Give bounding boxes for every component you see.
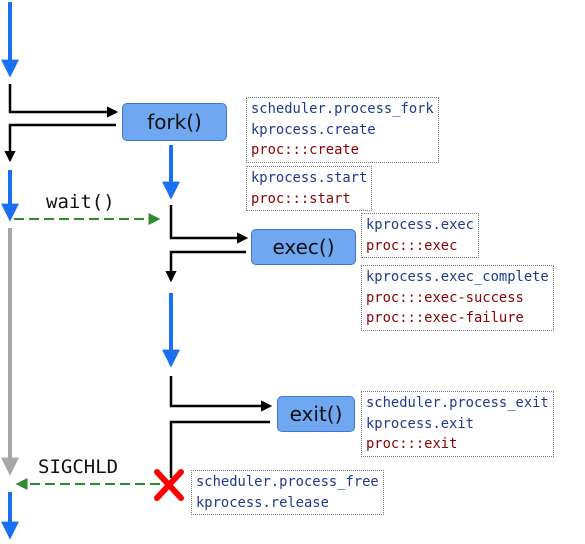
probe-kernel: kprocess.start	[251, 170, 368, 186]
probe-proc: proc:::exit	[366, 436, 458, 452]
probe-kernel: scheduler.process_fork	[251, 101, 434, 117]
probe-proc: proc:::start	[251, 190, 351, 207]
probe-kernel: kprocess.create	[251, 121, 376, 138]
probe-kernel: kprocess.release	[196, 494, 329, 511]
fork-call-arrow	[8, 84, 119, 118]
x-mark-icon	[154, 469, 184, 501]
sigchld-label: SIGCHLD	[38, 456, 119, 478]
exec-call-arrow	[169, 205, 249, 244]
exec-call-box: exec()	[251, 229, 356, 265]
probe-kernel: scheduler.process_free	[196, 474, 379, 490]
exit-probes-box: scheduler.process_exit kprocess.exit proc:…	[361, 391, 554, 457]
probe-proc: proc:::exec	[366, 237, 458, 254]
wait-label: wait()	[46, 191, 115, 213]
fork-call-box: fork()	[122, 103, 227, 141]
probe-kernel: kprocess.exec_complete	[366, 269, 549, 285]
free-probes-box: scheduler.process_free kprocess.release	[191, 470, 384, 515]
probe-proc: proc:::exec-failure	[366, 310, 524, 326]
probe-proc: proc:::exec-success	[366, 289, 524, 306]
exit-return-line	[169, 420, 270, 478]
probe-kernel: kprocess.exit	[366, 415, 474, 432]
exit-call-arrow	[169, 376, 273, 412]
fork-probes-box: scheduler.process_fork kprocess.create pro…	[246, 97, 439, 163]
fork-return-parent-arrow	[4, 123, 116, 163]
exit-call-box: exit()	[277, 396, 355, 432]
probe-kernel: kprocess.exec	[366, 217, 474, 233]
exec-return-arrow	[165, 250, 246, 283]
probe-kernel: scheduler.process_exit	[366, 395, 549, 411]
probe-proc: proc:::create	[251, 142, 359, 158]
